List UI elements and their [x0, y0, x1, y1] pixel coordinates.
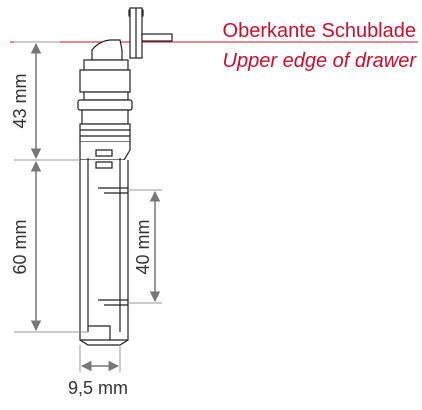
- dimension-40mm: 40 mm: [128, 189, 162, 304]
- dimension-60mm: 60 mm: [10, 160, 88, 333]
- dimension-9-5mm: 9,5 mm: [68, 345, 128, 398]
- top-edge-label-de: Oberkante Schublade: [223, 20, 416, 42]
- top-edge-label-en: Upper edge of drawer: [223, 50, 418, 72]
- holder-drawing: [77, 7, 173, 346]
- dim-9-5-label: 9,5 mm: [68, 378, 128, 398]
- dim-43-label: 43 mm: [10, 73, 30, 128]
- dim-40-label: 40 mm: [133, 219, 153, 274]
- dimension-43mm: 43 mm: [10, 41, 80, 161]
- dim-60-label: 60 mm: [10, 219, 30, 274]
